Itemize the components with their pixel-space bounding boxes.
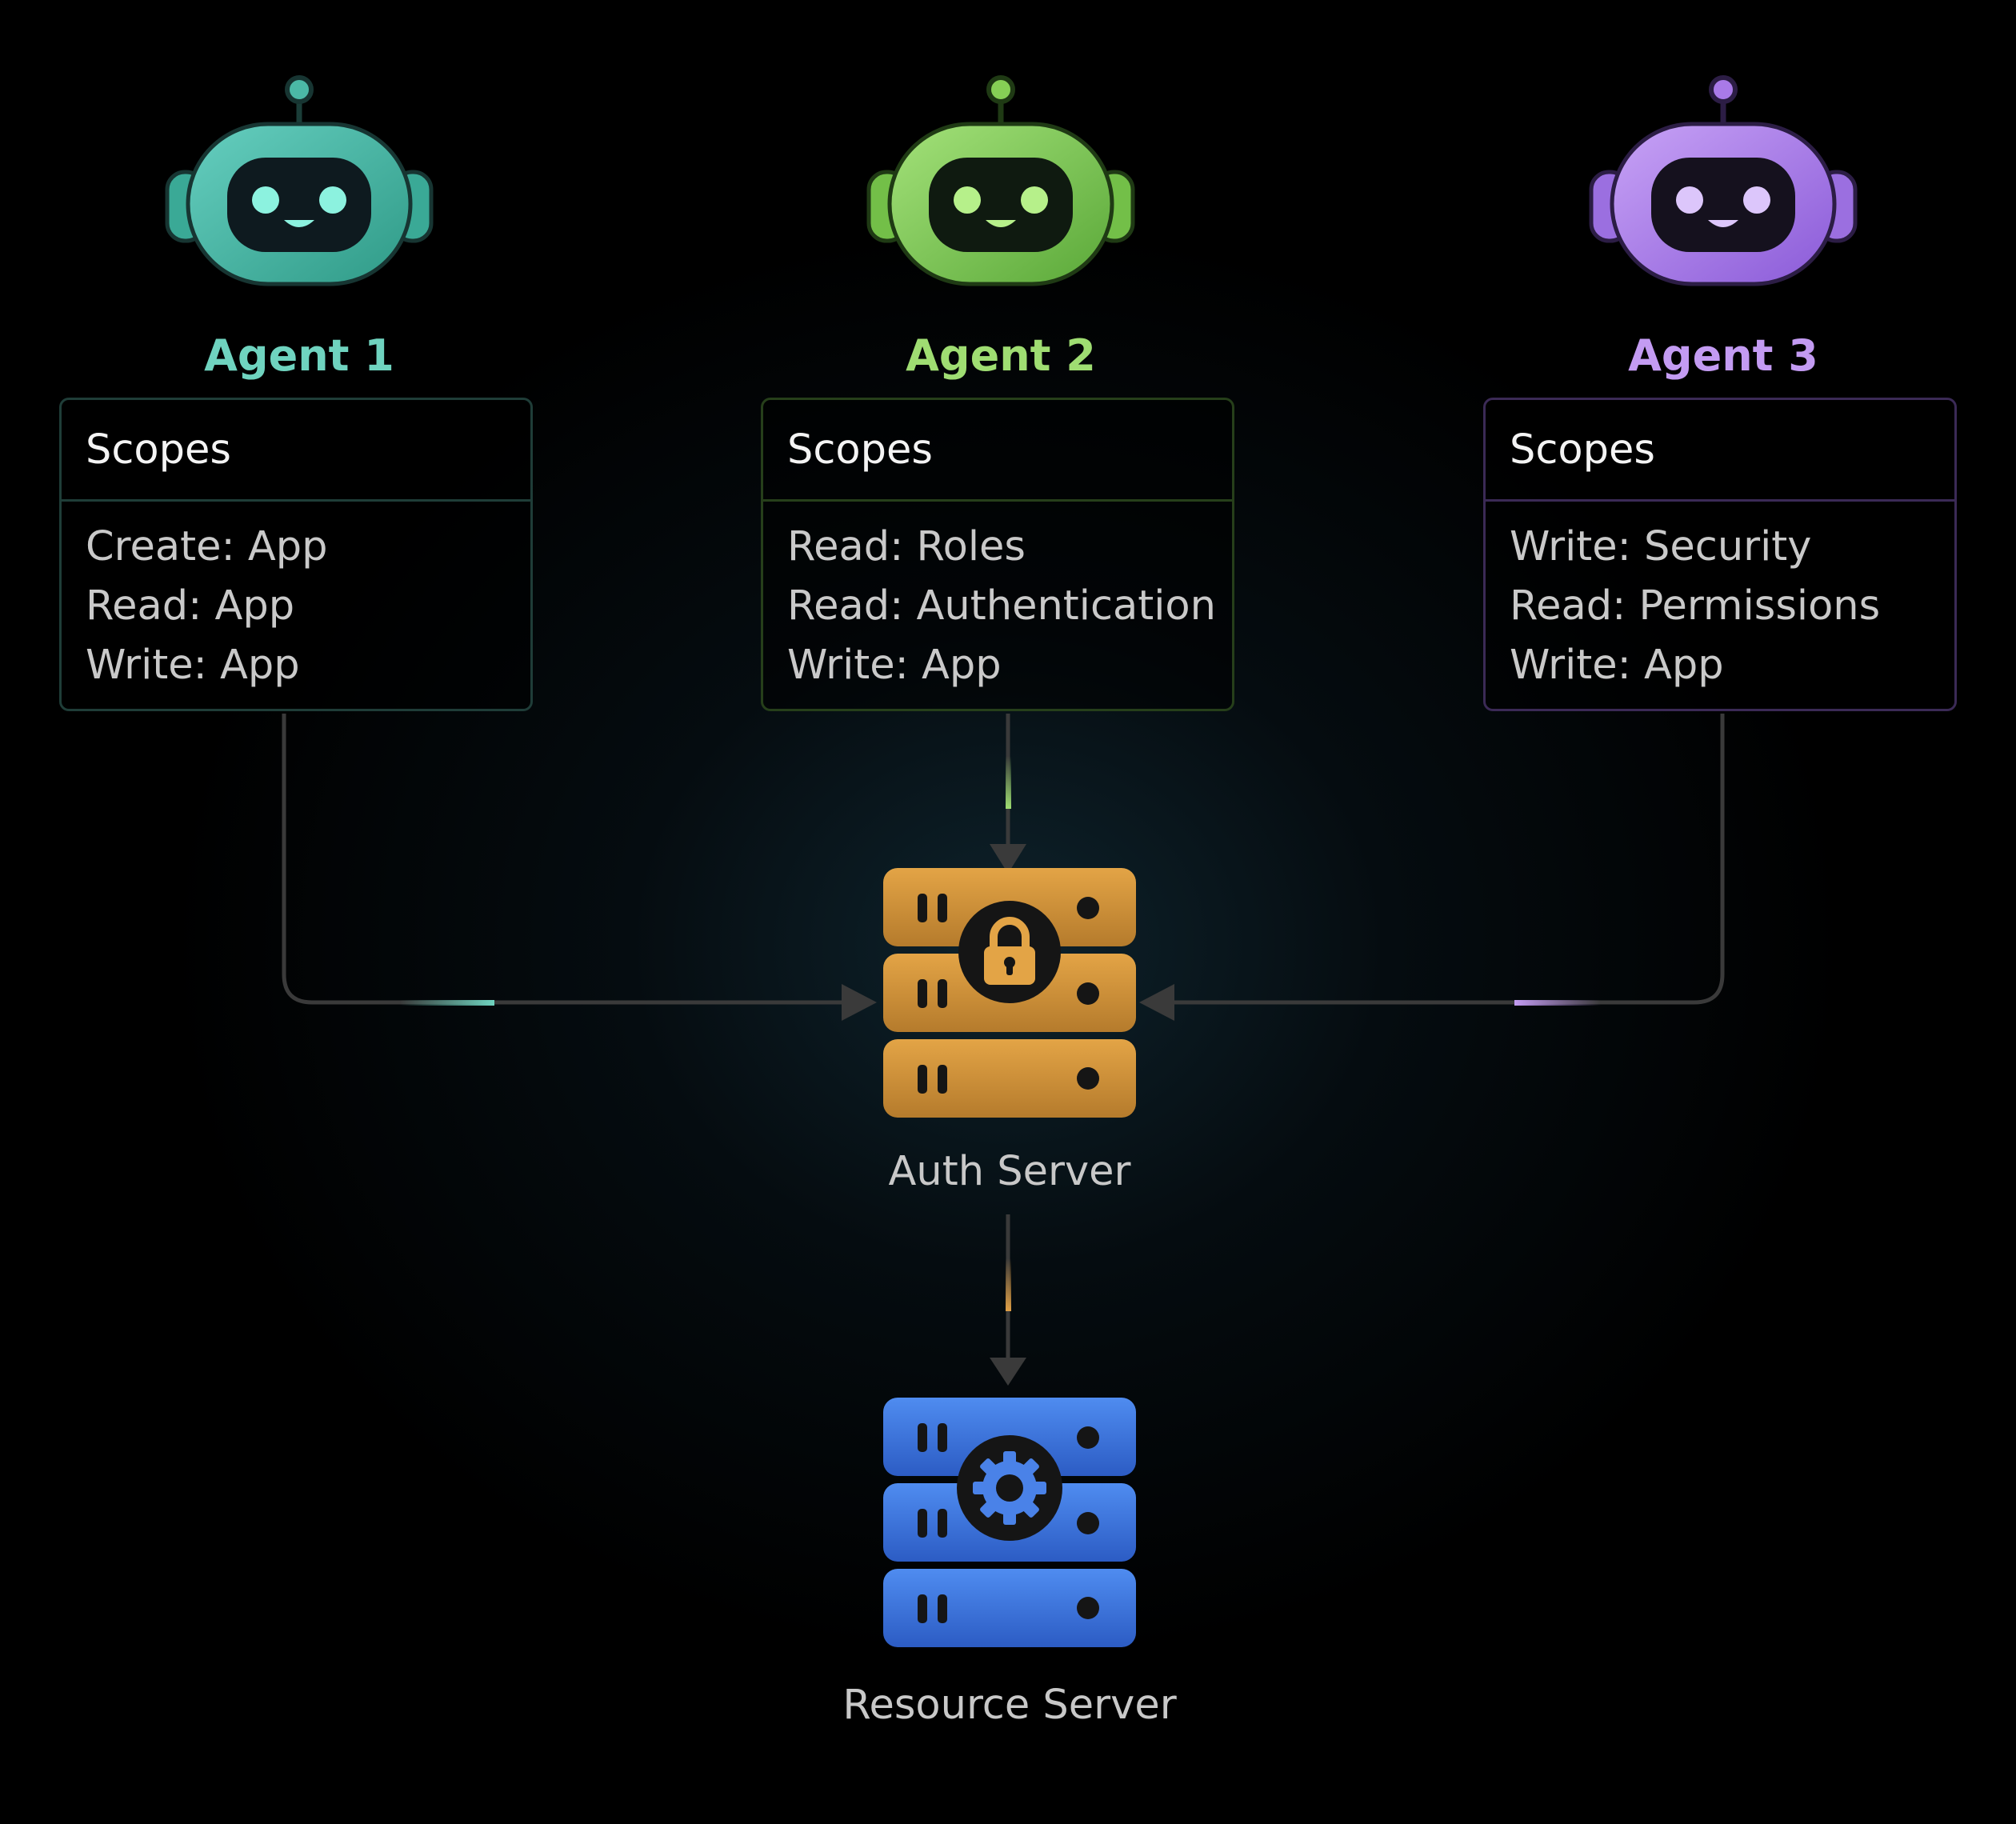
scope-item: Read: App — [86, 582, 295, 630]
connector-glow-agent-1 — [400, 1000, 494, 1006]
connector-agent-1-to-auth — [282, 714, 844, 1005]
gear-icon — [957, 1435, 1062, 1541]
scope-item: Read: Authentication — [787, 582, 1216, 630]
robot-icon — [1589, 75, 1858, 286]
connector-glow-agent-3 — [1514, 1000, 1601, 1006]
scopes-card: Scopes Write: Security Read: Permissions… — [1483, 398, 1957, 711]
agent-1: Agent 1 Scopes Create: App Read: App Wri… — [59, 0, 539, 720]
auth-server: Auth Server — [882, 868, 1138, 1195]
arrowhead-resource — [990, 1358, 1026, 1386]
auth-server-label: Auth Server — [888, 1148, 1131, 1195]
scope-item: Write: App — [787, 642, 1002, 689]
scopes-heading: Scopes — [62, 400, 530, 502]
scopes-card: Scopes Create: App Read: App Write: App — [59, 398, 533, 711]
arrowhead-agent-1 — [842, 984, 877, 1021]
resource-server-label: Resource Server — [842, 1682, 1177, 1729]
lock-icon — [958, 901, 1061, 1003]
scope-item: Read: Permissions — [1510, 582, 1881, 630]
scope-item: Read: Roles — [787, 523, 1026, 570]
robot-icon — [866, 75, 1135, 286]
scope-item: Write: App — [86, 642, 300, 689]
scopes-list: Write: Security Read: Permissions Write:… — [1486, 502, 1954, 695]
robot-icon — [165, 75, 434, 286]
connector-agent-3-to-auth — [1172, 714, 1725, 1005]
scope-item: Write: App — [1510, 642, 1724, 689]
resource-server-icon — [883, 1398, 1136, 1647]
scopes-card: Scopes Read: Roles Read: Authentication … — [761, 398, 1234, 711]
scopes-list: Read: Roles Read: Authentication Write: … — [763, 502, 1232, 695]
connector-glow-auth — [1006, 1258, 1011, 1311]
resource-server: Resource Server — [842, 1398, 1177, 1729]
scopes-heading: Scopes — [763, 400, 1232, 502]
agent-3: Agent 3 Scopes Write: Security Read: Per… — [1483, 0, 1963, 720]
agent-2: Agent 2 Scopes Read: Roles Read: Authent… — [761, 0, 1241, 720]
agent-title: Agent 2 — [906, 330, 1096, 381]
scopes-heading: Scopes — [1486, 400, 1954, 502]
arrowhead-agent-3 — [1139, 984, 1174, 1021]
scope-item: Create: App — [86, 523, 328, 570]
arrowhead-agent-2 — [990, 844, 1026, 874]
connector-glow-agent-2 — [1006, 756, 1011, 809]
agent-title: Agent 3 — [1628, 330, 1818, 381]
scopes-list: Create: App Read: App Write: App — [62, 502, 530, 695]
agent-title: Agent 1 — [204, 330, 394, 381]
auth-server-icon — [883, 868, 1136, 1118]
scope-item: Write: Security — [1510, 523, 1812, 570]
